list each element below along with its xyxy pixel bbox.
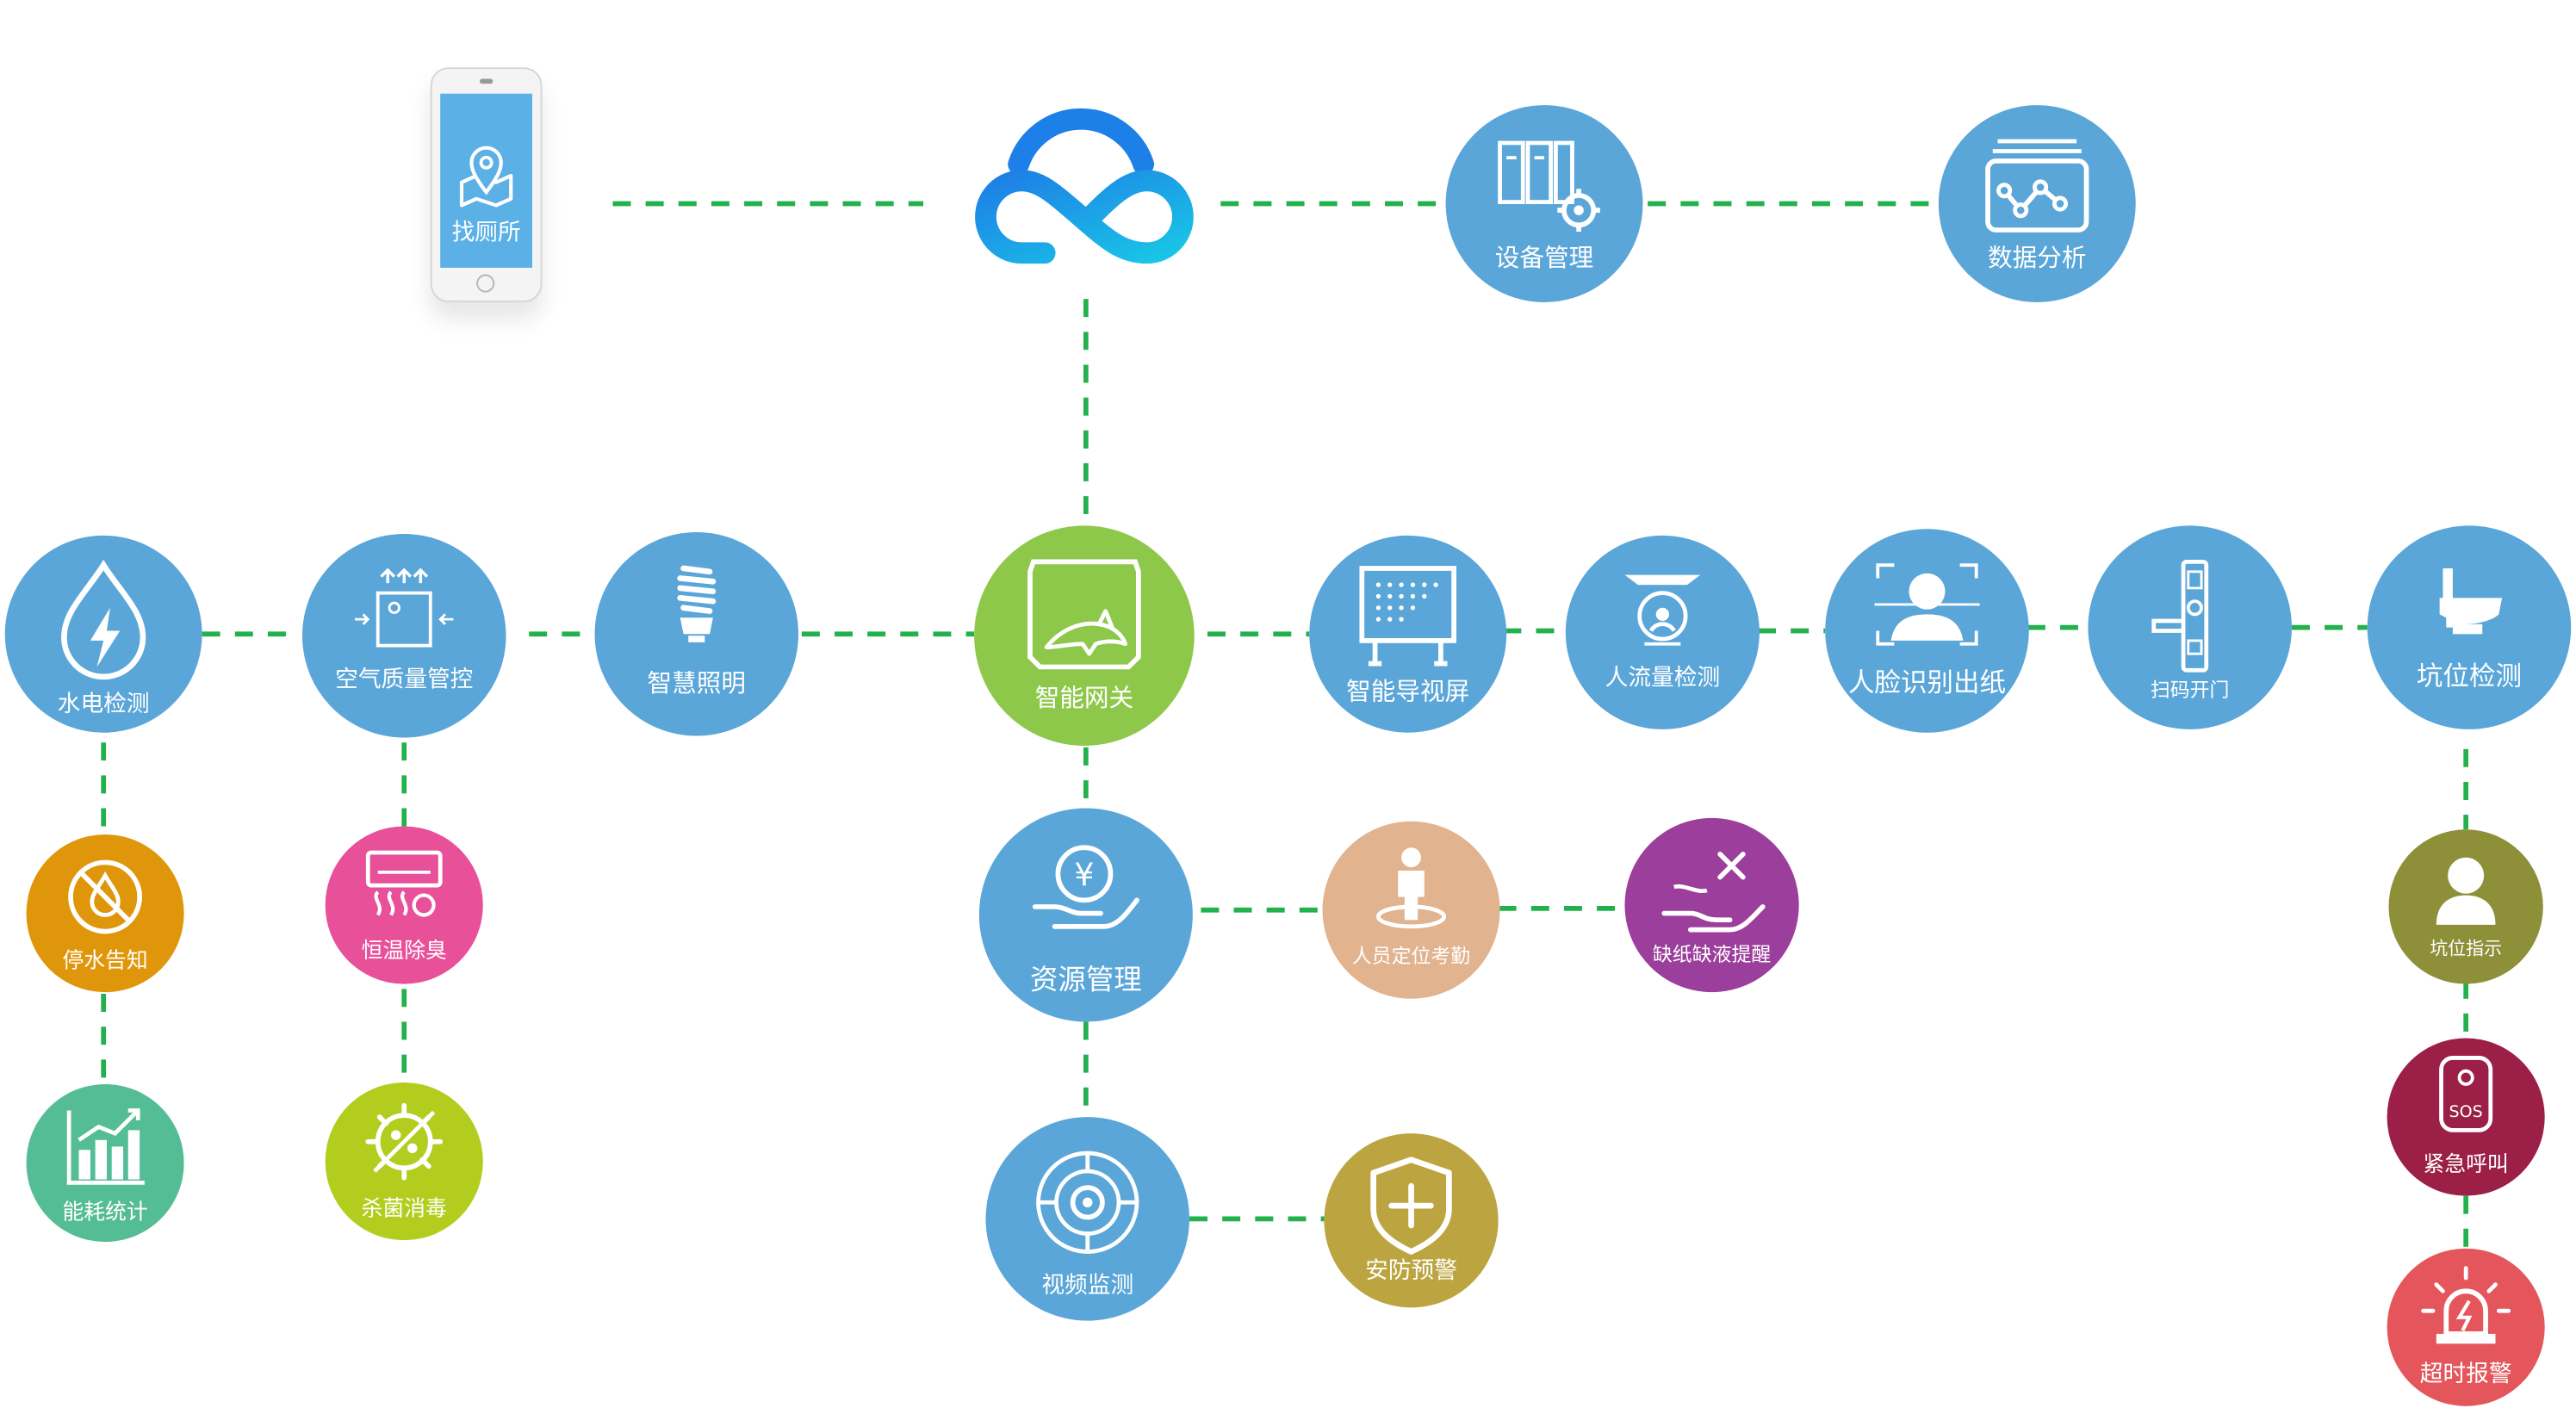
toilet-icon — [2439, 568, 2503, 635]
analytics-chart-icon — [1985, 139, 2089, 233]
map-pin-icon — [459, 146, 513, 208]
smart-lighting-node[interactable]: 智慧照明 — [594, 532, 799, 736]
air-quality-node[interactable]: 空气质量管控 — [301, 533, 506, 738]
phone-home-button[interactable] — [476, 274, 495, 293]
bar-chart-icon — [66, 1108, 145, 1185]
emergency-call-label: 紧急呼叫 — [2423, 1153, 2509, 1178]
staff-locate-node[interactable]: 人员定位考勤 — [1322, 821, 1500, 999]
smart-lighting-label: 智慧照明 — [647, 668, 747, 698]
phone-screen: 找厕所 — [440, 93, 533, 268]
sensor-icon — [1624, 574, 1701, 646]
sterilize-label: 杀菌消毒 — [361, 1197, 447, 1223]
no-water-icon — [68, 859, 142, 934]
security-alert-node[interactable]: 安防预警 — [1324, 1133, 1499, 1308]
energy-stats-node[interactable]: 能耗统计 — [26, 1083, 184, 1243]
stall-detect-node[interactable]: 坑位检测 — [2367, 525, 2572, 729]
timeout-alarm-label: 超时报警 — [2419, 1361, 2512, 1388]
person-location-icon — [1376, 847, 1447, 929]
resource-mgmt-node[interactable]: ¥ 资源管理 — [978, 808, 1193, 1022]
water-notice-label: 停水告知 — [62, 949, 148, 975]
dolphin-gateway-icon — [1027, 559, 1141, 670]
display-board-icon — [1359, 566, 1456, 667]
air-quality-label: 空气质量管控 — [335, 667, 474, 693]
heater-icon — [365, 850, 443, 917]
data-analysis-label: 数据分析 — [1988, 243, 2087, 273]
video-monitor-node[interactable]: 视频监测 — [985, 1117, 1190, 1321]
alarm-light-icon — [2421, 1266, 2511, 1344]
lightbulb-icon — [677, 565, 717, 642]
smartphone[interactable]: 找厕所 — [430, 67, 543, 302]
paper-alert-node[interactable]: 缺纸缺液提醒 — [1624, 817, 1799, 993]
staff-locate-label: 人员定位考勤 — [1351, 944, 1471, 968]
const-temp-node[interactable]: 恒温除臭 — [325, 826, 483, 984]
gateway-node[interactable]: 智能网关 — [974, 525, 1195, 747]
cloud-logo — [975, 108, 1194, 264]
svg-text:SOS: SOS — [2449, 1102, 2483, 1121]
video-monitor-label: 视频监测 — [1041, 1273, 1134, 1299]
people-flow-node[interactable]: 人流量检测 — [1565, 535, 1760, 729]
timeout-alarm-node[interactable]: 超时报警 — [2387, 1248, 2545, 1406]
phone-speaker — [479, 78, 493, 84]
water-notice-node[interactable]: 停水告知 — [26, 834, 184, 993]
const-temp-label: 恒温除臭 — [361, 940, 447, 965]
stall-indicator-node[interactable]: 坑位指示 — [2388, 829, 2543, 984]
stall-detect-label: 坑位检测 — [2416, 660, 2523, 692]
device-gear-icon — [1498, 140, 1600, 232]
scan-door-node[interactable]: 扫码开门 — [2088, 525, 2292, 729]
emergency-call-node[interactable]: SOS 紧急呼叫 — [2387, 1038, 2545, 1196]
phone-label: 找厕所 — [451, 220, 521, 247]
data-analysis-node[interactable]: 数据分析 — [1938, 105, 2136, 302]
energy-stats-label: 能耗统计 — [62, 1200, 148, 1225]
stall-indicator-label: 坑位指示 — [2430, 938, 2503, 959]
radar-camera-icon — [1036, 1151, 1139, 1254]
scan-door-label: 扫码开门 — [2150, 678, 2230, 702]
germ-icon — [365, 1102, 444, 1181]
sterilize-node[interactable]: 杀菌消毒 — [325, 1082, 483, 1241]
face-scan-icon — [1874, 563, 1980, 646]
guide-screen-node[interactable]: 智能导视屏 — [1309, 535, 1507, 733]
sos-button-icon: SOS — [2439, 1056, 2493, 1132]
water-drop-bolt-icon — [61, 559, 146, 680]
money-hand-icon: ¥ — [1032, 845, 1139, 929]
svg-text:¥: ¥ — [1074, 856, 1094, 893]
face-paper-node[interactable]: 人脸识别出纸 — [1825, 529, 2029, 733]
guide-screen-label: 智能导视屏 — [1346, 676, 1470, 707]
resource-mgmt-label: 资源管理 — [1030, 964, 1142, 997]
paper-alert-label: 缺纸缺液提醒 — [1652, 942, 1772, 966]
people-flow-label: 人流量检测 — [1605, 665, 1721, 692]
gateway-label: 智能网关 — [1034, 683, 1134, 713]
water-elec-label: 水电检测 — [57, 692, 150, 718]
person-icon — [2436, 857, 2496, 925]
water-elec-node[interactable]: 水电检测 — [4, 535, 202, 733]
air-purifier-icon — [355, 568, 454, 648]
door-lock-icon — [2151, 559, 2209, 673]
shield-plus-icon — [1370, 1157, 1452, 1255]
face-paper-label: 人脸识别出纸 — [1847, 667, 2007, 698]
hand-x-icon — [1661, 852, 1766, 933]
security-alert-label: 安防预警 — [1365, 1258, 1457, 1285]
device-mgmt-node[interactable]: 设备管理 — [1445, 105, 1643, 302]
device-mgmt-label: 设备管理 — [1494, 243, 1594, 273]
